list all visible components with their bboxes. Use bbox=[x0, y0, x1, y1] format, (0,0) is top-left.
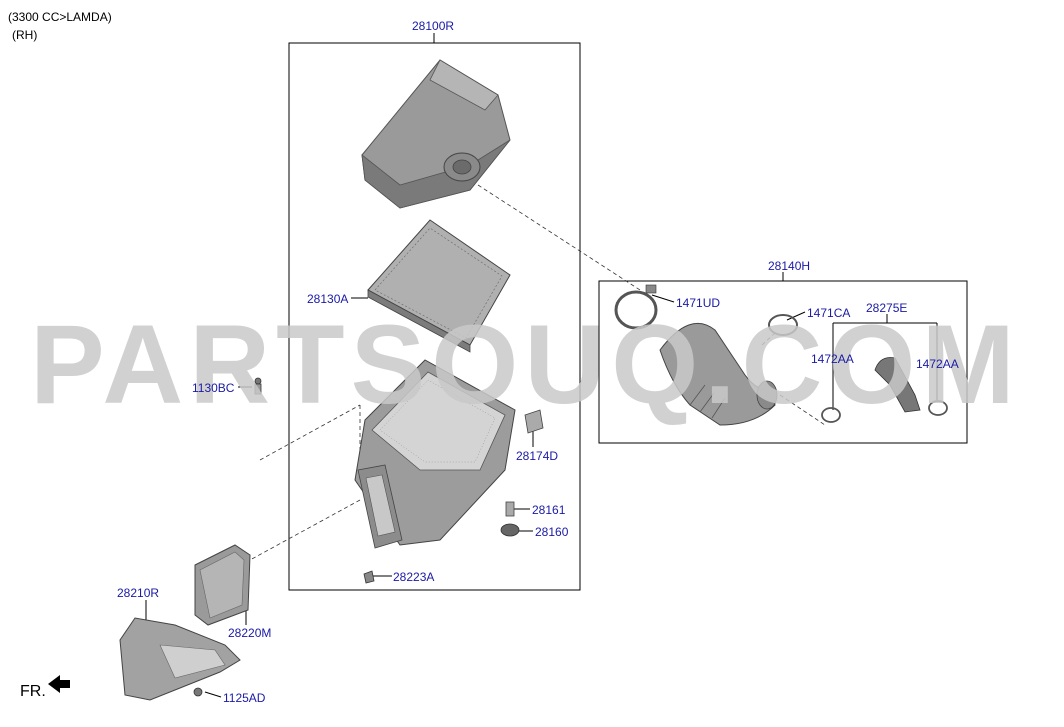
front-arrow-icon bbox=[48, 675, 70, 693]
air-intake-duct[interactable] bbox=[119, 617, 241, 701]
air-cleaner-cover[interactable] bbox=[361, 59, 511, 209]
part-label-1472AA-right[interactable]: 1472AA bbox=[916, 357, 959, 371]
air-intake-resonator[interactable] bbox=[194, 544, 251, 626]
air-cleaner-body[interactable] bbox=[354, 359, 516, 549]
front-direction-label: FR. bbox=[20, 683, 46, 700]
hose-clamp-1472AA-left[interactable] bbox=[821, 407, 841, 423]
bolt-1125AD[interactable] bbox=[193, 687, 203, 697]
part-label-28210R[interactable]: 28210R bbox=[117, 586, 160, 600]
watermark: PARTSOUQ.COM bbox=[30, 302, 1021, 427]
hose-clamp-1471UD[interactable] bbox=[614, 284, 658, 330]
engine-spec: (3300 CC>LAMDA) bbox=[8, 10, 112, 24]
clip-28174D[interactable] bbox=[524, 409, 544, 434]
part-label-28275E[interactable]: 28275E bbox=[866, 301, 908, 315]
hose-clamp-1472AA-right[interactable] bbox=[928, 400, 948, 416]
insulator-28160[interactable] bbox=[500, 523, 520, 537]
part-label-1471UD[interactable]: 1471UD bbox=[676, 296, 721, 310]
side-spec: (RH) bbox=[12, 28, 38, 42]
part-label-1130BC[interactable]: 1130BC bbox=[192, 381, 235, 395]
part-label-28223A[interactable]: 28223A bbox=[393, 570, 435, 584]
part-label-28174D[interactable]: 28174D bbox=[516, 449, 559, 463]
part-label-28100R[interactable]: 28100R bbox=[412, 19, 455, 33]
hose-clamp-1471CA[interactable] bbox=[768, 314, 798, 336]
alignment-lines bbox=[249, 184, 826, 561]
bolt-1130BC[interactable] bbox=[254, 377, 262, 395]
part-label-28220M[interactable]: 28220M bbox=[228, 626, 272, 640]
part-label-1472AA-left[interactable]: 1472AA bbox=[811, 352, 854, 366]
part-label-1125AD[interactable]: 1125AD bbox=[223, 691, 266, 705]
air-intake-hose[interactable] bbox=[659, 322, 778, 426]
part-label-28160[interactable]: 28160 bbox=[535, 525, 569, 539]
part-label-28161[interactable]: 28161 bbox=[532, 503, 566, 517]
part-label-1471CA[interactable]: 1471CA bbox=[807, 306, 851, 320]
breather-hose-28275E[interactable] bbox=[874, 357, 921, 413]
clip-28223A[interactable] bbox=[363, 570, 375, 584]
grommet-28161[interactable] bbox=[505, 501, 515, 517]
part-label-28140H[interactable]: 28140H bbox=[768, 259, 811, 273]
air-filter-element[interactable] bbox=[367, 219, 511, 353]
part-label-28130A[interactable]: 28130A bbox=[307, 292, 349, 306]
